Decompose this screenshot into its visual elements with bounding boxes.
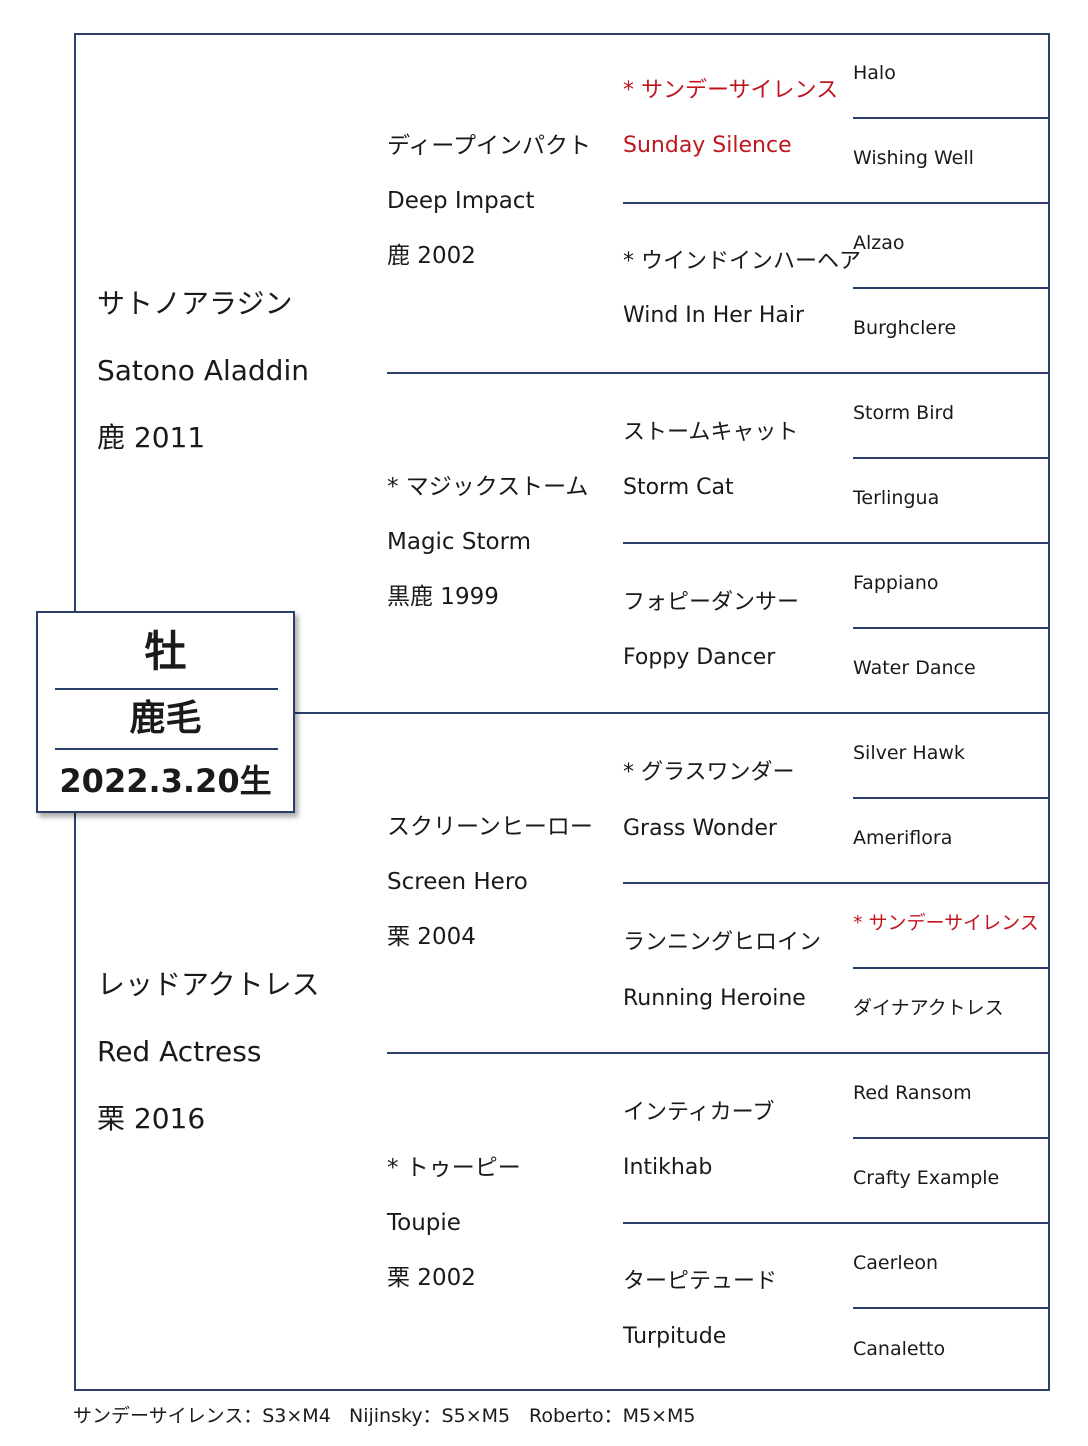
gen3-name-jp-highlight: * サンデーサイレンス	[623, 78, 839, 103]
gen3-name-jp: フォピーダンサー	[623, 590, 800, 615]
gen4-name: Storm Bird	[853, 402, 955, 424]
divider-gen2-dam	[387, 1052, 1050, 1054]
gen4-name: Alzao	[853, 232, 905, 254]
divider-gen4	[853, 1137, 1050, 1139]
divider-gen4	[853, 1307, 1050, 1309]
gen2-name-en: Deep Impact	[387, 188, 535, 214]
divider-gen4	[853, 457, 1050, 459]
gen4-name: Terlingua	[853, 487, 940, 509]
horse-birth-date: 2022.3.20生	[59, 762, 272, 800]
gen3-name-jp: * ウインドインハーヘア	[623, 249, 861, 274]
divider-gen3	[623, 1222, 1050, 1224]
divider-gen4	[853, 967, 1050, 969]
dam-info: 栗 2016	[97, 1102, 206, 1135]
gen2-info: 鹿 2002	[387, 243, 476, 269]
gen2-info: 栗 2002	[387, 1265, 476, 1291]
gen4-name: Fappiano	[853, 572, 939, 594]
gen4-name: Water Dance	[853, 657, 976, 679]
gen3-name-jp: * グラスワンダー	[623, 760, 795, 785]
gen4-name: Ameriflora	[853, 827, 953, 849]
gen2-name-en: Magic Storm	[387, 529, 532, 555]
divider-gen3	[623, 202, 1050, 204]
divider-sire-dam	[295, 712, 1050, 714]
horse-sex: 牡	[144, 627, 187, 676]
gen3-name-jp: ランニングヒロイン	[623, 930, 822, 955]
divider-gen4	[853, 627, 1050, 629]
horse-coat: 鹿毛	[129, 698, 202, 739]
horse-box-divider	[55, 748, 278, 750]
sire-name-en: Satono Aladdin	[97, 354, 309, 387]
gen2-info: 黒鹿 1999	[387, 584, 499, 610]
gen3-name-en: Wind In Her Hair	[623, 303, 805, 328]
dam-name-en: Red Actress	[97, 1035, 262, 1068]
dam-name-jp: レッドアクトレス	[97, 968, 320, 1001]
horse-box-divider	[55, 688, 278, 690]
gen4-name-highlight: * サンデーサイレンス	[853, 912, 1039, 934]
horse-info-box: 牡 鹿毛 2022.3.20生	[36, 611, 295, 813]
gen3-name-en: Turpitude	[623, 1324, 727, 1349]
gen4-name: ダイナアクトレス	[853, 997, 1004, 1019]
sire-info: 鹿 2011	[97, 421, 206, 454]
gen4-name: Caerleon	[853, 1252, 939, 1274]
gen3-name-en-highlight: Sunday Silence	[623, 133, 792, 158]
gen2-name-jp: ディープインパクト	[387, 133, 592, 159]
divider-gen4	[853, 797, 1050, 799]
gen3-name-en: Storm Cat	[623, 475, 734, 500]
gen2-name-jp: * トゥーピー	[387, 1155, 521, 1181]
gen3-name-jp: ストームキャット	[623, 420, 799, 445]
gen2-name-en: Toupie	[387, 1210, 461, 1236]
gen3-name-en: Foppy Dancer	[623, 645, 776, 670]
gen2-name-jp: * マジックストーム	[387, 474, 589, 500]
gen2-info: 栗 2004	[387, 924, 476, 950]
gen3-name-en: Grass Wonder	[623, 816, 777, 841]
gen2-name-en: Screen Hero	[387, 869, 528, 895]
gen3-name-jp: ターピテュード	[623, 1269, 778, 1294]
gen4-name: Halo	[853, 62, 896, 84]
gen4-name: Burghclere	[853, 317, 957, 339]
gen4-name: Red Ransom	[853, 1082, 972, 1104]
inbreeding-note: サンデーサイレンス：S3×M4	[73, 1405, 331, 1427]
gen3-name-en: Intikhab	[623, 1155, 713, 1180]
gen3-name-jp: インティカーブ	[623, 1100, 775, 1125]
gen4-name: Crafty Example	[853, 1167, 1000, 1189]
inbreeding-note: Roberto：M5×M5	[529, 1405, 696, 1427]
divider-gen3	[623, 882, 1050, 884]
gen4-name: Wishing Well	[853, 147, 974, 169]
divider-gen4	[853, 287, 1050, 289]
divider-gen2-sire	[387, 372, 1050, 374]
inbreeding-note: Nijinsky：S5×M5	[349, 1405, 511, 1427]
gen4-name: Silver Hawk	[853, 742, 965, 764]
sire-name-jp: サトノアラジン	[97, 287, 293, 320]
gen4-name: Canaletto	[853, 1338, 946, 1360]
gen3-name-en: Running Heroine	[623, 986, 806, 1011]
divider-gen4	[853, 117, 1050, 119]
divider-gen3	[623, 542, 1050, 544]
gen2-name-jp: スクリーンヒーロー	[387, 814, 593, 840]
